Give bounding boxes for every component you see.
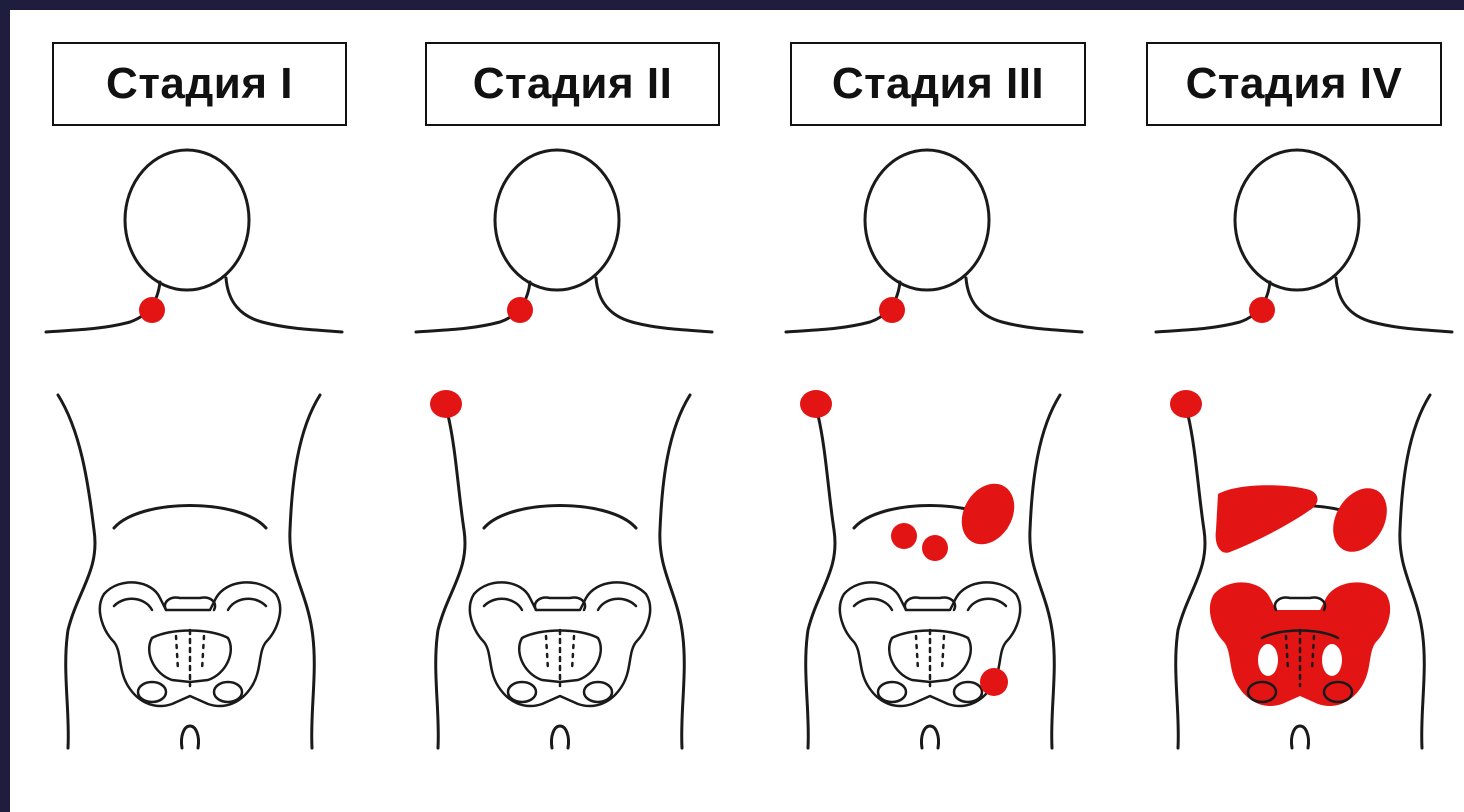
inguinal-node-lesion <box>980 668 1008 696</box>
abdominal-node-lesion <box>891 523 917 549</box>
staging-diagram: Стадия I <box>10 10 1464 812</box>
liver-lesion <box>1216 485 1318 553</box>
upper-body-outline <box>1156 150 1452 332</box>
spleen-lesion <box>1322 479 1398 562</box>
axillary-node-lesion <box>1170 390 1202 418</box>
stage-3-figure <box>770 10 1140 812</box>
spleen-lesion <box>951 474 1025 553</box>
stage-2-panel: Стадия II <box>400 10 770 812</box>
lower-body-outline <box>58 395 320 748</box>
stage-1-figure <box>30 10 400 812</box>
lower-body-outline <box>806 395 1060 748</box>
neck-node-lesion <box>139 297 165 323</box>
upper-body-outline <box>416 150 712 332</box>
lesions <box>1170 297 1398 706</box>
neck-node-lesion <box>879 297 905 323</box>
stage-4-figure <box>1140 10 1464 812</box>
abdominal-node-lesion <box>922 535 948 561</box>
lesions <box>139 297 165 323</box>
upper-body-outline <box>786 150 1082 332</box>
lesions <box>800 297 1025 696</box>
axillary-node-lesion <box>430 390 462 418</box>
lesions <box>430 297 533 418</box>
pelvis-outline <box>100 582 280 706</box>
neck-node-lesion <box>507 297 533 323</box>
neck-node-lesion <box>1249 297 1275 323</box>
stage-3-panel: Стадия III <box>770 10 1140 812</box>
stage-2-figure <box>400 10 770 812</box>
lower-body-outline <box>436 395 690 748</box>
stage-4-panel: Стадия IV <box>1140 10 1464 812</box>
axillary-node-lesion <box>800 390 832 418</box>
stage-1-panel: Стадия I <box>30 10 400 812</box>
upper-body-outline <box>46 150 342 332</box>
pelvis-outline <box>470 582 650 706</box>
